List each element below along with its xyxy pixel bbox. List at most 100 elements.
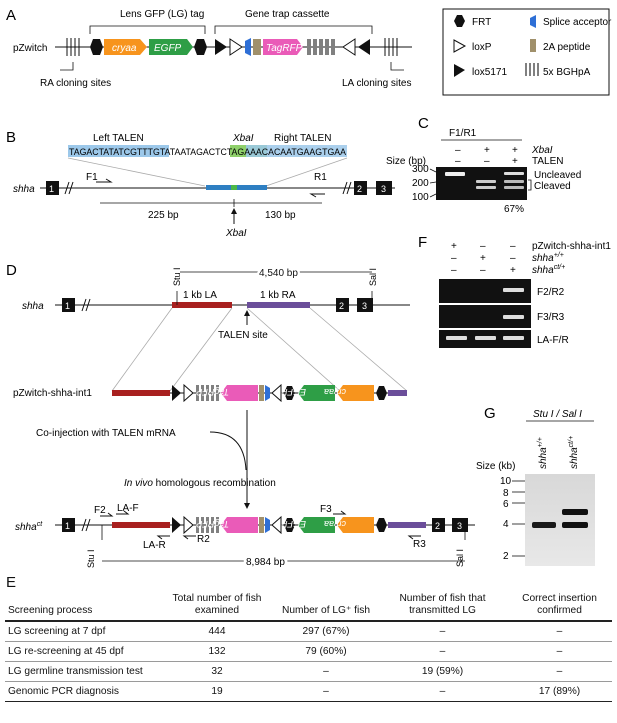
legend-splice: Splice acceptor [543, 17, 612, 28]
c-ladder-300: 300 [412, 164, 429, 175]
g-band [562, 509, 588, 515]
d-r2: R2 [197, 534, 210, 545]
left-talen-highlight [68, 145, 169, 157]
lg-tag-label: Lens GFP (LG) tag [120, 9, 204, 20]
loxp-icon [229, 38, 243, 56]
d-ko-sal-label: Sal I [455, 549, 465, 567]
f-band [475, 336, 496, 340]
c-ladder-ticks [429, 168, 437, 198]
table-cell: Genomic PCR diagnosis [5, 681, 160, 702]
g-size-label: Size (kb) [476, 461, 515, 472]
legend-lox5171-icon [454, 64, 465, 77]
lg-tag-bracket [89, 25, 206, 34]
tagrfp-label: TagRFP [266, 43, 303, 54]
d-stu-label: Stu I [172, 267, 182, 286]
table-row: LG re-screening at 45 dpf 132 79 (60%) –… [5, 641, 612, 662]
table-header: Number of fish that transmitted LG [378, 592, 507, 622]
d-f3-arrow [333, 510, 347, 515]
right-talen-label: Right TALEN [274, 133, 331, 144]
g-title: Stu I / Sal I [533, 409, 582, 420]
d-laf-arrow [116, 510, 130, 515]
d-r3-arrow [407, 535, 421, 540]
d-ra-region [247, 302, 310, 308]
table-header: Number of LG⁺ fish [274, 592, 378, 622]
table-header: Total number of fish examined [160, 592, 274, 622]
panel-label-f: F [418, 234, 427, 251]
f1-label: F1 [86, 172, 98, 183]
frt-site-icon [194, 39, 207, 55]
table-row: Genomic PCR diagnosis 19 – – 17 (89%) [5, 681, 612, 702]
f-gel-label-2: F3/R3 [537, 312, 565, 323]
legend-bghpa-icon [525, 63, 539, 76]
d-ko-exon-3-label: 3 [457, 521, 462, 531]
f-row3-label: shhact/+ [532, 264, 565, 276]
d-talen-site: TALEN site [218, 330, 268, 341]
table-cell: 32 [160, 661, 274, 682]
d-ko-cryaa [337, 517, 374, 533]
d-exon-2 [336, 298, 349, 312]
f-gel-f3r3 [439, 305, 531, 328]
g-ladder-2: 2 [503, 551, 509, 562]
table-cell: 297 (67%) [274, 621, 378, 642]
d-egfp-label: EGFP [281, 387, 306, 397]
legend-frt: FRT [472, 17, 491, 28]
f-band [503, 315, 524, 319]
f-r1-s3: – [510, 241, 516, 252]
target-xbai [231, 185, 237, 190]
d-cryaa [337, 385, 374, 401]
legend-lox5171: lox5171 [472, 67, 507, 78]
d-la-label: 1 kb LA [183, 290, 217, 301]
d-ko-egfp [298, 517, 335, 533]
frt-site-icon [376, 518, 387, 532]
target-sequence: TAGACTATATCGTTTGTATAATAGACTCTAGAAACACAAT… [69, 147, 347, 157]
d-ko-exon-2-label: 2 [435, 521, 440, 531]
table-cell: 444 [160, 621, 274, 642]
d-ko-la [112, 522, 170, 528]
d-construct-label: pZwitch-shha-int1 [13, 388, 92, 399]
len-right: 130 bp [265, 210, 296, 221]
legend-frt-icon [454, 15, 465, 27]
table-cell: LG germline transmission test [5, 661, 160, 682]
d-egfp [298, 385, 335, 401]
len-left: 225 bp [148, 210, 179, 221]
table-cell: 79 (60%) [274, 641, 378, 662]
f-r2-s3: – [510, 253, 516, 264]
egfp-label: EGFP [154, 43, 182, 54]
loxp-icon [342, 38, 356, 56]
table-row: LG screening at 7 dpf 444 297 (67%) – – [5, 621, 612, 642]
lox5171-icon [215, 39, 227, 55]
f-band [503, 336, 524, 340]
d-lar: LA-R [143, 540, 166, 551]
d-f3: F3 [320, 504, 332, 515]
d-ko-exon-3 [452, 518, 468, 532]
frt-site-icon [284, 386, 295, 400]
pzwitch-label: pZwitch [13, 43, 47, 54]
loxp-icon [271, 383, 282, 403]
lox5171-icon [172, 517, 181, 533]
d-zoom-lines [111, 307, 408, 392]
c-xbai-sign-3: + [512, 145, 518, 156]
legend-2a: 2A peptide [543, 42, 591, 53]
d-ko-tagrfp [221, 517, 258, 533]
splice-acceptor-icon [265, 517, 270, 533]
table-cell: 17 (89%) [507, 681, 612, 702]
panel-label-d: D [6, 262, 17, 279]
d-r2-arrow [182, 535, 196, 540]
ra-cloning-label: RA cloning sites [40, 78, 111, 89]
f-r3-s3: + [510, 265, 516, 276]
xbai-bottom-label: XbaI [225, 228, 247, 239]
d-ko-cryaa-label: cryaa [324, 519, 346, 529]
f-gel-label-3: LA-F/R [537, 335, 569, 346]
r1-arrow [309, 193, 325, 198]
panel-c: F1/R1 – + + XbaI Size (bp) – – + TALEN 3… [386, 128, 581, 215]
table-cell: LG screening at 7 dpf [5, 621, 160, 642]
g-lane1-label: shha+/+ [537, 437, 549, 469]
table-cell: – [378, 621, 507, 642]
break-mark [81, 298, 91, 312]
g-blot-image [525, 474, 595, 566]
gene-trap-label: Gene trap cassette [245, 9, 330, 20]
legend-2a-icon [530, 39, 536, 52]
table-cell: – [507, 661, 612, 682]
g-ladder-4: 4 [503, 519, 509, 530]
